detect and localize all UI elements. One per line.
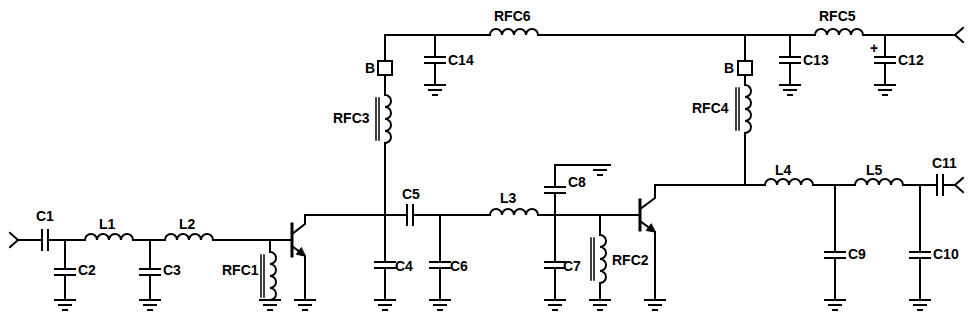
part-label: C12 [898, 52, 924, 68]
part-label: L3 [500, 190, 516, 206]
part-label: RFC2 [612, 252, 649, 268]
part-label: C4 [395, 258, 413, 274]
part-label: RFC4 [692, 100, 729, 116]
part-label: RFC1 [222, 262, 259, 278]
part-label: C5 [402, 186, 420, 202]
part-label: L2 [179, 216, 195, 232]
polarity-mark: + [870, 40, 878, 56]
part-label: C2 [78, 262, 96, 278]
part-label: L1 [99, 216, 115, 232]
part-label: C9 [848, 246, 866, 262]
part-label: C10 [933, 246, 959, 262]
bead-label: B [724, 60, 734, 76]
part-label: C1 [36, 208, 54, 224]
part-label: RFC5 [819, 8, 856, 24]
bead-label: B [365, 60, 375, 76]
part-label: C11 [932, 155, 957, 171]
part-label: C14 [448, 52, 474, 68]
part-label: C6 [450, 258, 468, 274]
part-label: RFC6 [494, 8, 531, 24]
part-label: C3 [163, 262, 181, 278]
part-label: L4 [775, 162, 791, 178]
part-label: RFC3 [333, 110, 370, 126]
part-label: L5 [866, 162, 882, 178]
part-label: C7 [563, 258, 581, 274]
part-label: C8 [568, 174, 586, 190]
part-label: C13 [803, 52, 829, 68]
wiring [10, 28, 963, 310]
